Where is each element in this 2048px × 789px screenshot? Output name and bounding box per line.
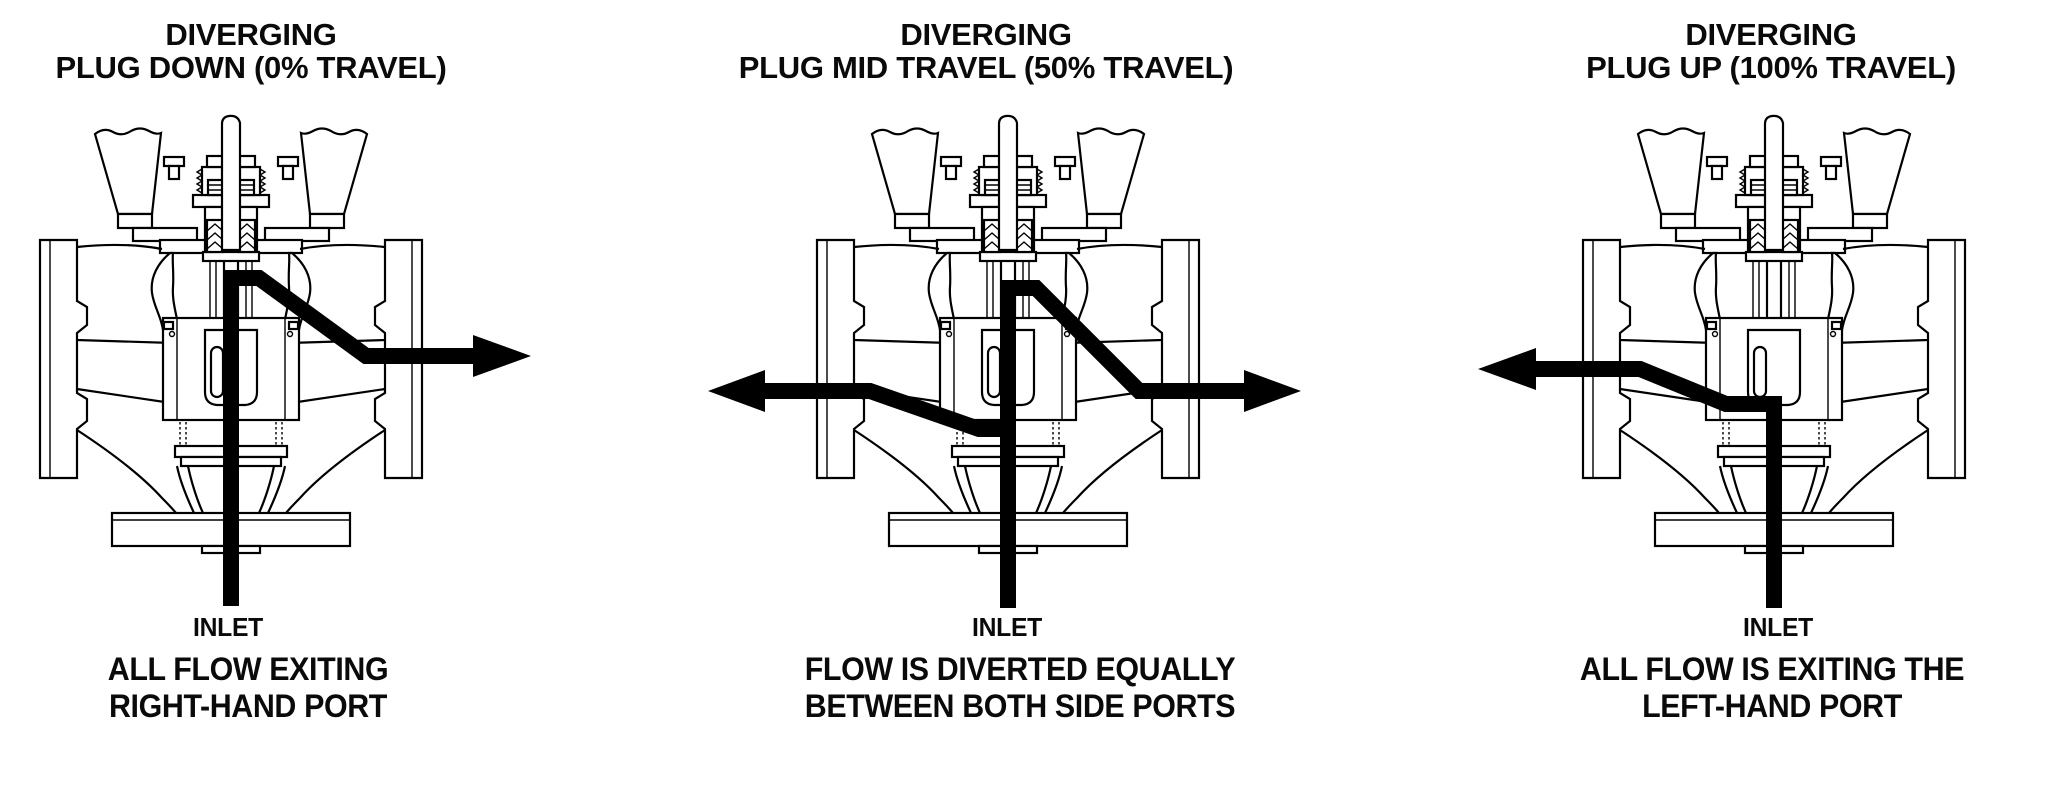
inlet-to-right-flow-line (223, 270, 476, 606)
flow-arrows-plug-mid-travel (708, 280, 1301, 608)
inlet-to-right-flow-line (1000, 280, 1247, 608)
left-outlet-arrowhead (708, 370, 765, 412)
left-outlet-arrowhead (1478, 348, 1536, 390)
inlet-to-left-flow-line (1533, 361, 1782, 608)
right-outlet-arrowhead (473, 335, 531, 377)
flow-arrows-plug-down (223, 270, 531, 606)
flow-arrows-plug-up (1478, 348, 1782, 608)
right-outlet-arrowhead (1244, 370, 1301, 412)
inlet-to-left-flow-line (762, 383, 1014, 437)
